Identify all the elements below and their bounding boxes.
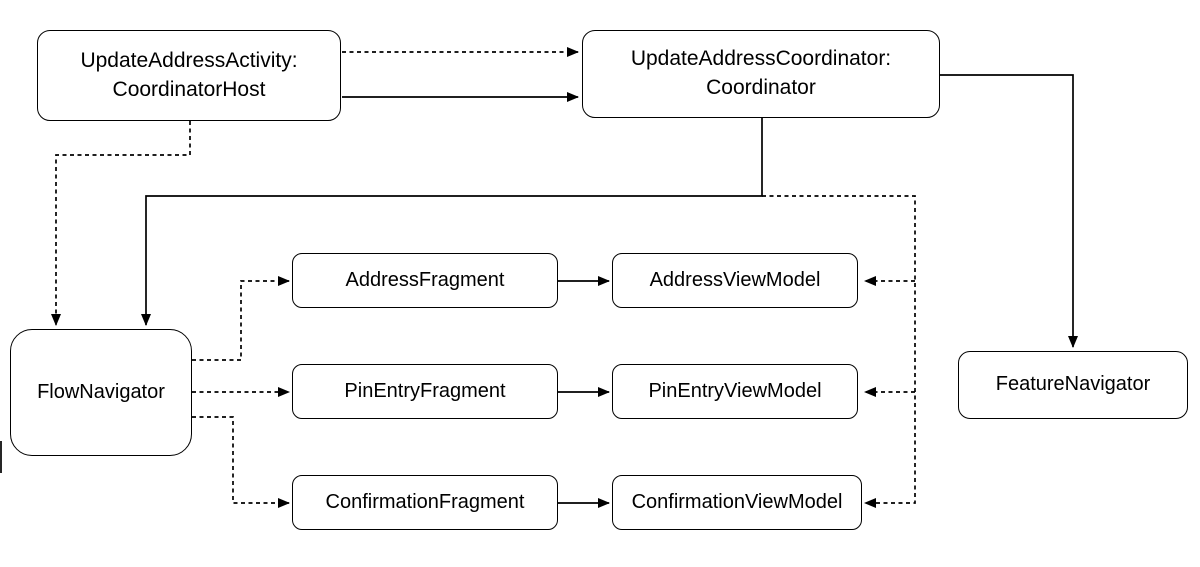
edge-coordinator-to-flownavigator-solid [141,118,763,326]
edge-coordinator-to-confirmationviewmodel-dashed [762,195,916,508]
node-address-viewmodel: AddressViewModel [612,253,858,308]
edge-coordinator-to-featurenavigator-solid [940,74,1078,348]
node-confirmation-fragment: ConfirmationFragment [292,475,558,530]
edge-flownavigator-to-addressfragment-dashed [192,276,290,361]
node-feature-navigator: FeatureNavigator [958,351,1188,419]
edge-flownavigator-to-confirmationfragment-dashed [192,416,290,508]
edge-activity-to-flownavigator-dashed [51,121,191,326]
node-pinentry-viewmodel: PinEntryViewModel [612,364,858,419]
node-update-address-activity: UpdateAddressActivity: CoordinatorHost [37,30,341,121]
node-flow-navigator: FlowNavigator [10,329,192,456]
node-update-address-coordinator: UpdateAddressCoordinator: Coordinator [582,30,940,118]
node-confirmation-viewmodel: ConfirmationViewModel [612,475,862,530]
node-address-fragment: AddressFragment [292,253,558,308]
node-pinentry-fragment: PinEntryFragment [292,364,558,419]
